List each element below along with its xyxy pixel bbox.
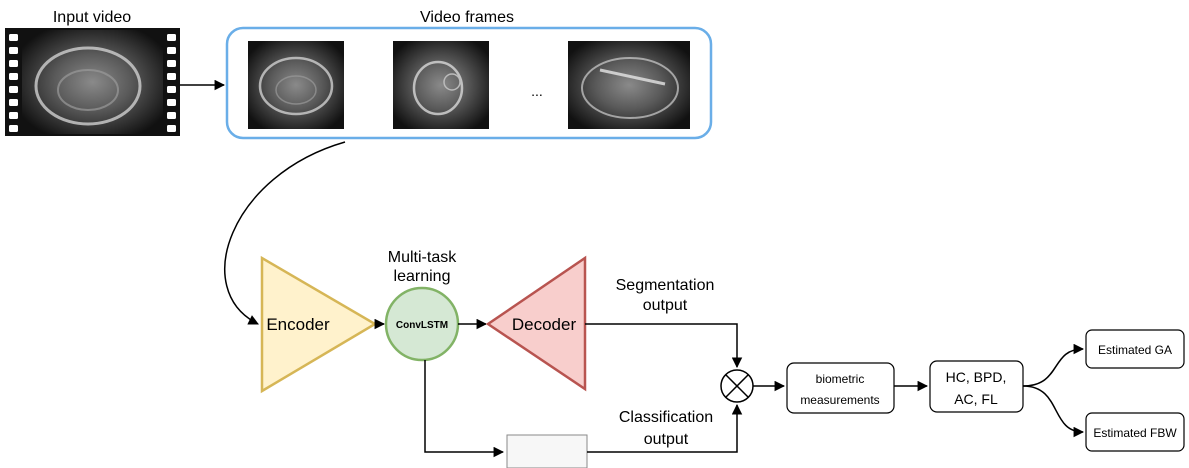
arrow-segmentation-path bbox=[585, 323, 743, 369]
biometric-measurements-box bbox=[786, 362, 895, 414]
classification-output-line1: Classification bbox=[619, 409, 713, 426]
segmentation-output-line1: Segmentation bbox=[616, 277, 715, 294]
params-line2: AC, FL bbox=[954, 391, 998, 407]
multiply-node bbox=[720, 369, 754, 403]
input-video-label: Input video bbox=[53, 9, 131, 26]
biometric-label-line1: biometric bbox=[816, 372, 865, 386]
arrow-classification-path bbox=[587, 403, 743, 453]
classifier-block bbox=[506, 434, 588, 468]
classification-output-line2: output bbox=[644, 431, 689, 448]
ultrasound-frame-1 bbox=[248, 41, 344, 129]
ultrasound-frame-2 bbox=[393, 41, 489, 129]
input-video-filmstrip bbox=[5, 28, 180, 136]
arrow-params-to-ga bbox=[1022, 343, 1085, 387]
arrow-params-to-fbw bbox=[1022, 385, 1085, 438]
ultrasound-frame-input bbox=[22, 30, 163, 134]
params-line1: HC, BPD, bbox=[946, 369, 1007, 385]
film-sprockets-left bbox=[9, 34, 18, 132]
biometric-label-line2: measurements bbox=[800, 393, 879, 407]
estimated-ga-label: Estimated GA bbox=[1098, 343, 1172, 357]
decoder-label: Decoder bbox=[512, 315, 577, 334]
video-frames-label: Video frames bbox=[420, 9, 514, 26]
frames-ellipsis: ... bbox=[531, 83, 543, 99]
encoder-block bbox=[260, 255, 378, 394]
arrow-frames-to-encoder bbox=[224, 141, 346, 325]
estimated-fbw-label: Estimated FBW bbox=[1093, 426, 1177, 440]
estimated-ga-box bbox=[1085, 329, 1185, 369]
multitask-label-line1: Multi-task bbox=[388, 249, 457, 266]
convlstm-label: ConvLSTM bbox=[396, 320, 448, 331]
encoder-label: Encoder bbox=[266, 315, 330, 334]
segmentation-output-line2: output bbox=[643, 297, 688, 314]
ultrasound-frame-n bbox=[568, 41, 690, 129]
arrow-convlstm-to-classifier bbox=[424, 360, 505, 458]
film-sprockets-right bbox=[167, 34, 176, 132]
multitask-label-line2: learning bbox=[394, 268, 451, 285]
estimated-fbw-box bbox=[1085, 412, 1185, 452]
